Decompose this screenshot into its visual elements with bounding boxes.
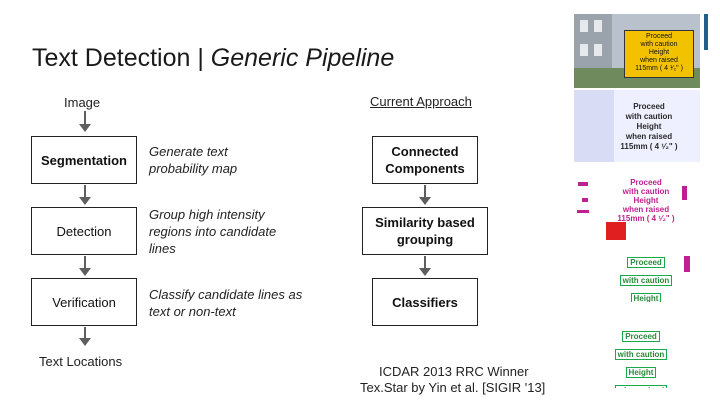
similarity-grouping-label: Similarity based grouping bbox=[375, 215, 475, 247]
map-line: Proceed bbox=[633, 102, 665, 111]
window bbox=[580, 44, 588, 56]
candidate-regions-image: Proceed with caution Height when raised … bbox=[574, 170, 700, 242]
final-line: when raised bbox=[614, 385, 668, 388]
noise-component bbox=[684, 256, 690, 272]
map-line: Height bbox=[636, 122, 662, 131]
window bbox=[594, 20, 602, 32]
grouped-lines-image: Proceed with caution Height 115mm ( 4 ¹⁄… bbox=[574, 248, 700, 302]
candidate-line: when raised bbox=[622, 205, 670, 214]
accent-bar bbox=[704, 14, 708, 50]
image-label: Image bbox=[64, 95, 101, 110]
window bbox=[580, 20, 588, 32]
map-line: when raised bbox=[625, 132, 673, 141]
noise-component bbox=[578, 182, 588, 186]
verification-box: Verification bbox=[31, 278, 137, 326]
classifiers-box: Classifiers bbox=[372, 278, 478, 326]
sign-line: Height bbox=[648, 49, 670, 56]
connected-components-label: Connected Components bbox=[385, 144, 465, 176]
classifiers-label: Classifiers bbox=[392, 294, 458, 310]
yellow-sign: Proceed with caution Height when raised … bbox=[624, 30, 694, 78]
candidate-line: Proceed bbox=[630, 178, 662, 187]
citation-line-2: Tex.Star by Yin et al. [SIGIR '13] bbox=[360, 380, 546, 395]
rejected-component bbox=[606, 222, 626, 240]
segmentation-description: Generate text probability map bbox=[149, 144, 238, 176]
candidate-line: Height bbox=[633, 196, 659, 205]
window bbox=[594, 44, 602, 56]
title-main: Text Detection | bbox=[32, 44, 211, 72]
text-locations-label: Text Locations bbox=[39, 354, 123, 369]
probability-text: Proceed with caution Height when raised … bbox=[604, 102, 694, 152]
segmentation-label: Segmentation bbox=[41, 152, 127, 168]
grouped-line: with caution bbox=[619, 275, 673, 286]
final-text: Proceed with caution Height when raised … bbox=[596, 326, 686, 388]
map-line: with caution bbox=[625, 112, 673, 121]
detection-label: Detection bbox=[56, 223, 112, 239]
background-region bbox=[574, 90, 614, 162]
slide-title: Text Detection | Generic Pipeline bbox=[32, 44, 394, 73]
grouped-line: Height bbox=[630, 293, 662, 302]
candidate-line: with caution bbox=[622, 187, 670, 196]
noise-component bbox=[582, 198, 588, 202]
title-italic: Generic Pipeline bbox=[210, 44, 395, 72]
noise-component bbox=[577, 210, 589, 213]
verification-label: Verification bbox=[52, 294, 116, 310]
detection-description: Group high intensity regions into candid… bbox=[149, 207, 277, 256]
final-line: with caution bbox=[614, 349, 668, 360]
segmentation-box: Segmentation bbox=[31, 136, 137, 184]
current-approach-heading: Current Approach bbox=[370, 94, 472, 109]
sign-line: with caution bbox=[640, 41, 678, 48]
detection-box: Detection bbox=[31, 207, 137, 255]
similarity-grouping-box: Similarity based grouping bbox=[362, 207, 488, 255]
sign-line: Proceed bbox=[645, 33, 673, 40]
final-line: Height bbox=[625, 367, 657, 378]
noise-component bbox=[682, 186, 687, 200]
candidate-text: Proceed with caution Height when raised … bbox=[610, 178, 682, 226]
verification-description: Classify candidate lines as text or non-… bbox=[149, 287, 303, 319]
citation-line-1: ICDAR 2013 RRC Winner bbox=[379, 364, 529, 379]
candidate-line: 115mm ( 4 ¹⁄₂" ) bbox=[617, 214, 675, 223]
final-line: Proceed bbox=[622, 331, 660, 342]
original-photo: Proceed with caution Height when raised … bbox=[574, 14, 700, 88]
connected-components-box: Connected Components bbox=[372, 136, 478, 184]
grouped-line: Proceed bbox=[627, 257, 665, 268]
sign-line: 115mm ( 4 ¹⁄₂" ) bbox=[635, 65, 683, 72]
grouped-text: Proceed with caution Height 115mm ( 4 ¹⁄… bbox=[600, 252, 692, 302]
map-line: 115mm ( 4 ¹⁄₂" ) bbox=[620, 142, 678, 151]
final-detections-image: Proceed with caution Height when raised … bbox=[574, 318, 700, 388]
sign-line: when raised bbox=[640, 57, 678, 64]
probability-map-image: Proceed with caution Height when raised … bbox=[574, 90, 700, 162]
